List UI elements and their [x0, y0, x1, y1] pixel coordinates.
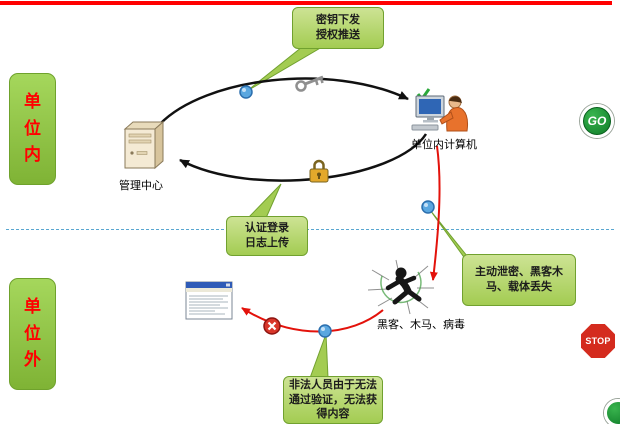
zone-divider-dashed-line [6, 229, 614, 230]
top-red-bar [0, 1, 612, 5]
zone-inside-label: 单位内 [24, 92, 41, 165]
callout-auth-login: 认证登录 日志上传 [226, 216, 308, 256]
management-center-label: 管理中心 [119, 180, 163, 192]
zone-outside-label: 单位外 [24, 297, 41, 370]
callout-auth-login-text: 认证登录 日志上传 [245, 222, 289, 249]
key-icon [295, 75, 324, 92]
go-sign-label: GO [587, 114, 607, 128]
document-window-icon [185, 281, 233, 320]
stop-sign: STOP [578, 321, 618, 361]
tail-auth-login [246, 183, 282, 219]
hacker-icon [367, 259, 434, 315]
corner-green-circle [604, 399, 620, 424]
stop-sign-label: STOP [585, 336, 611, 346]
arrow-auth-return [179, 133, 428, 182]
tail-key-push [246, 46, 324, 92]
hacker-label: 黑客、木马、病毒 [377, 319, 465, 331]
connection-dot-leak [421, 200, 435, 214]
lock-icon [309, 159, 329, 183]
callout-leak-risk: 主动泄密、黑客木 马、载体丢失 [462, 254, 576, 306]
connection-dot-blocked [318, 324, 332, 338]
arrow-key-distribution [159, 77, 409, 125]
arrow-leak-down [429, 145, 441, 281]
callout-key-distribution: 密钥下发 授权推送 [292, 7, 384, 49]
callout-illegal-user: 非法人员由于无法 通过验证，无法获 得内容 [283, 376, 383, 424]
tail-illegal-user [309, 333, 329, 379]
computer-user-icon [411, 88, 468, 132]
callout-key-distribution-text: 密钥下发 授权推送 [316, 14, 360, 41]
connection-dot-key [239, 85, 253, 99]
prohibition-icon [263, 317, 281, 335]
connection-dots [239, 85, 435, 338]
callout-leak-risk-text: 主动泄密、黑客木 马、载体丢失 [475, 266, 563, 293]
internal-computer-label: 单位内计算机 [411, 139, 477, 151]
zone-inside-unit: 单位内 [9, 73, 56, 185]
arrow-hacker-blocked [241, 307, 384, 333]
zone-outside-unit: 单位外 [9, 278, 56, 390]
go-sign: GO [580, 104, 614, 138]
callout-illegal-user-text: 非法人员由于无法 通过验证，无法获 得内容 [289, 378, 377, 421]
server-icon [123, 120, 165, 170]
